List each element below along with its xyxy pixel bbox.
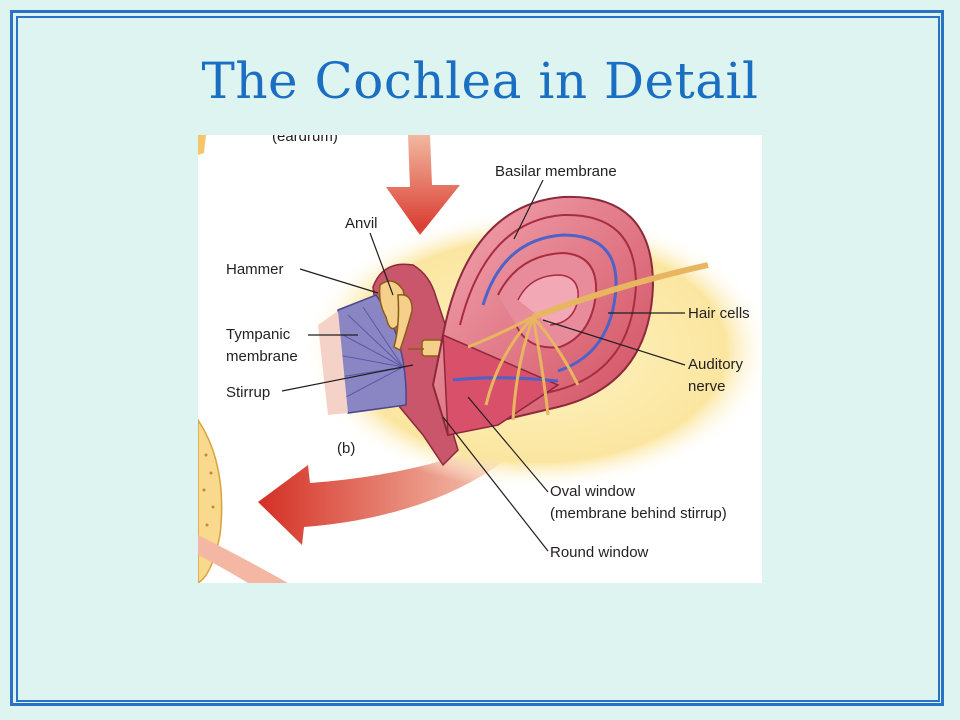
slide-border-outer [10,10,944,706]
auditory-nerve-label-line1: Auditory [688,356,744,373]
anvil-label: Anvil [345,215,378,232]
ossicles [378,280,443,357]
auditory-nerve-label-line2: nerve [688,378,726,395]
slide-border-inner [16,16,940,702]
basilar-membrane-label: Basilar membrane [495,163,617,180]
auditory-nerve [467,262,709,421]
oval-window-label-line2: (membrane behind stirrup) [550,505,727,522]
tympanic-label-line2: membrane [226,348,298,365]
hair-cells-label: Hair cells [688,305,750,322]
eardrum-label: (eardrum) [272,135,338,145]
cochlea-diagram: (eardrum) Basilar membrane Anvil Hammer … [198,135,762,583]
panel-label: (b) [337,440,355,457]
leader-lines [281,179,686,552]
round-window-label: Round window [550,544,649,561]
slide-title: The Cochlea in Detail [201,52,759,110]
sound-input-arrow [386,135,460,235]
oval-window-label-line1: Oval window [550,483,635,500]
tympanic-label-line1: Tympanic [226,326,291,343]
outer-ear-fragment [198,135,223,583]
hammer-label: Hammer [226,261,284,278]
lower-tube-fragment [198,535,288,583]
stirrup-label: Stirrup [226,384,270,401]
